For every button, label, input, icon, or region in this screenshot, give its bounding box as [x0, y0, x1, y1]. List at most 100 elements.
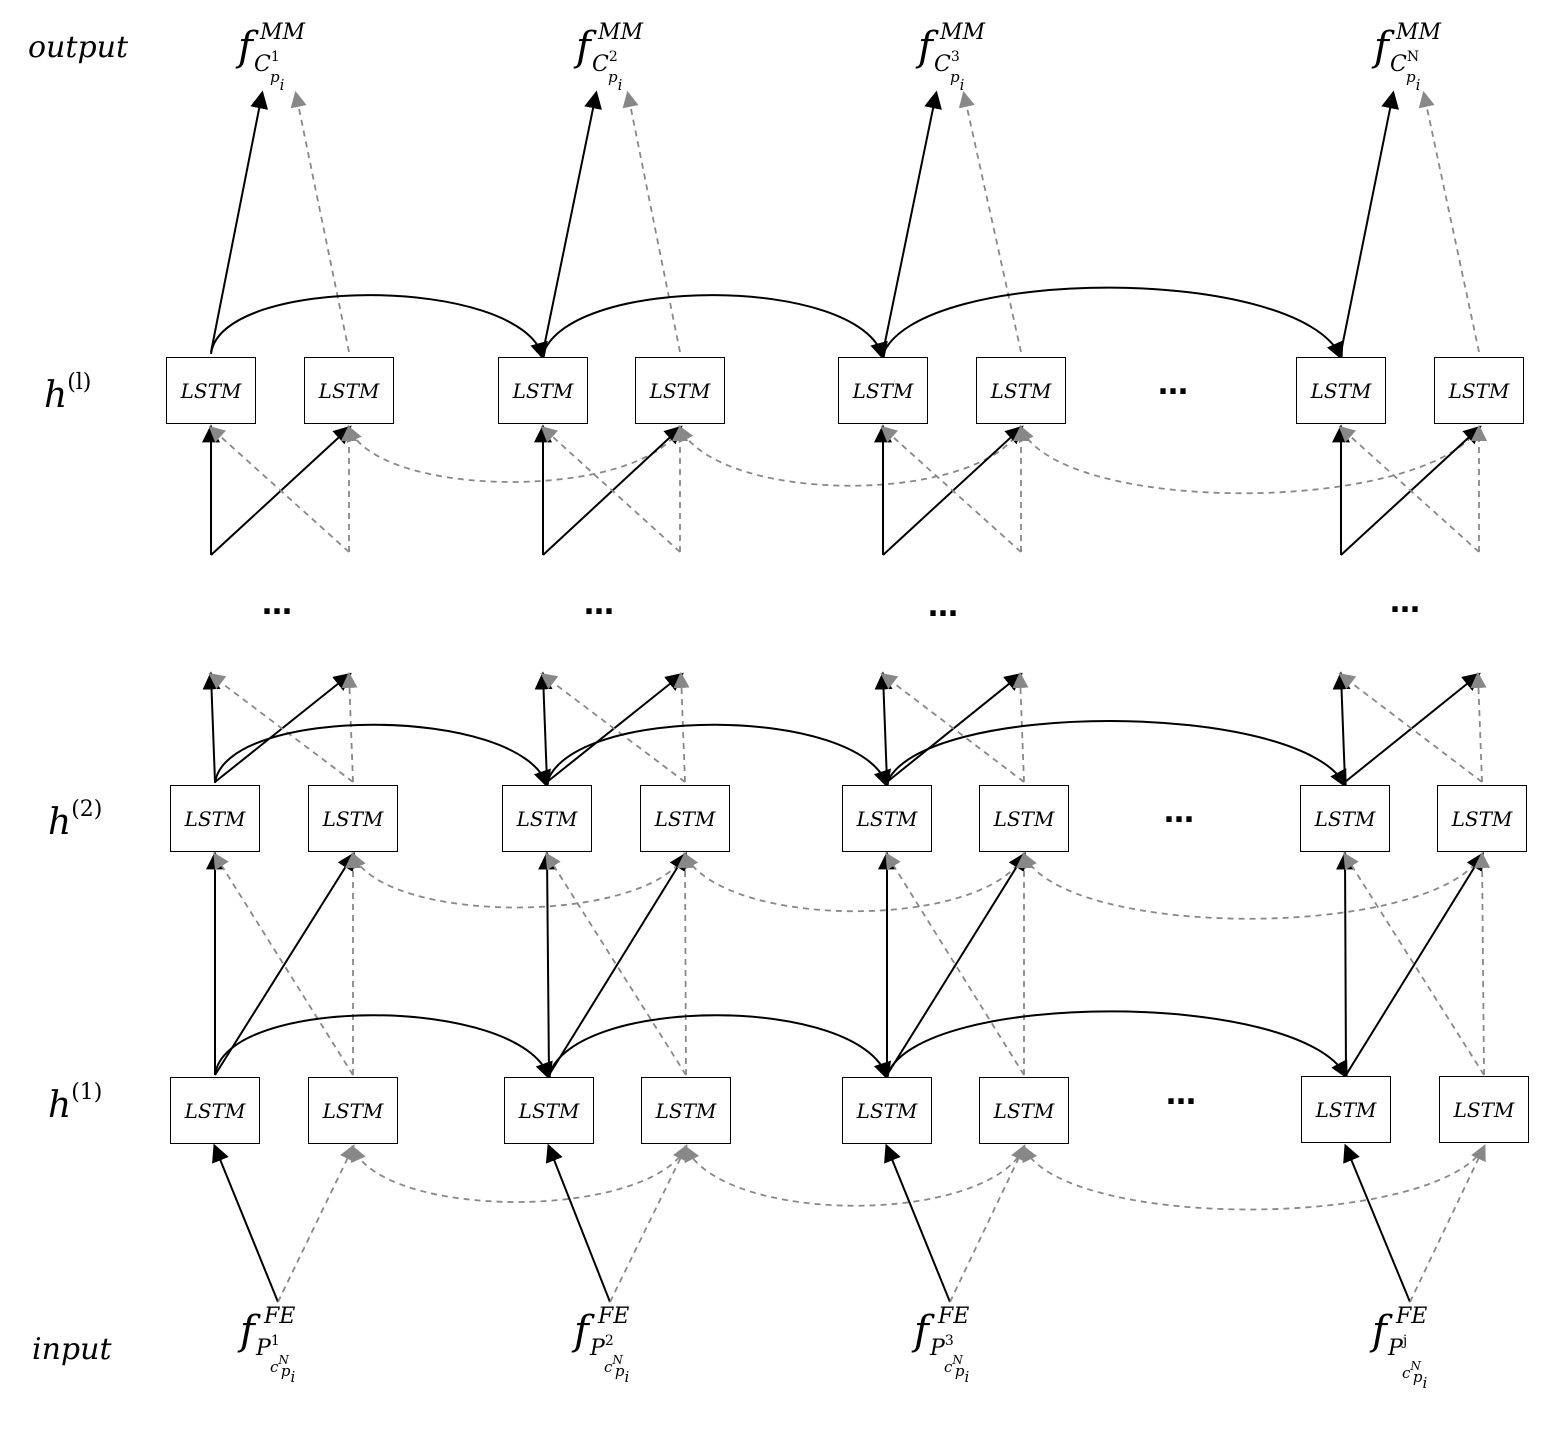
backward-edge-25: [880, 425, 1022, 553]
lstm-top-fwd-4: LSTM: [1296, 357, 1386, 424]
output-formula-1: f MM C1 pi: [238, 20, 305, 94]
output-formula-4: f MM CN pi: [1374, 20, 1441, 94]
input-formula-1-f: f: [240, 1308, 255, 1354]
input-formula-1-sub-p: P: [256, 1336, 271, 1361]
backward-edge-14: [1018, 425, 1480, 495]
backward-edge-50: [351, 852, 686, 909]
forward-edge-10: [542, 294, 888, 361]
output-formula-3-f: f: [918, 24, 933, 70]
output-formula-2-sub-tag: 2: [608, 49, 618, 65]
input-formula-2-n: N: [612, 1353, 623, 1367]
lstm-l1-bwd-3: LSTM: [979, 1077, 1069, 1144]
output-formula-2-p: p: [608, 68, 618, 86]
output-formula-3-sub-tag: 3: [950, 49, 960, 65]
forward-edge-24: [882, 425, 1024, 556]
input-formula-4-sub: Pj: [1388, 1333, 1407, 1361]
forward-edge-7: [1340, 90, 1399, 353]
output-formula-2-subsub: pi: [608, 68, 622, 94]
forward-edge-65: [1336, 851, 1355, 1076]
output-formula-1-sub-tag: 1: [270, 49, 280, 65]
layer-label-2-sup: (2): [71, 797, 103, 822]
backward-edge-51: [683, 852, 1025, 913]
backward-edge-78: [609, 1144, 688, 1303]
input-formula-4-sup: FE: [1396, 1304, 1428, 1329]
input-formula-3: f FE P3 cNpi: [914, 1304, 969, 1386]
output-formula-3-i: i: [959, 76, 965, 94]
forward-edge-71: [886, 1010, 1348, 1080]
backward-edge-21: [540, 425, 681, 553]
input-formula-4-n: N: [1410, 1359, 1421, 1373]
backward-edge-46: [1470, 671, 1487, 783]
output-formula-4-sub: CN: [1390, 49, 1419, 77]
forward-edge-1: [210, 90, 269, 353]
lstm-top-bwd-4: LSTM: [1434, 357, 1524, 424]
lstm-l1-fwd-2: LSTM: [504, 1077, 594, 1144]
ellipsis-mid-4: …: [1390, 585, 1420, 620]
input-formula-1-n: N: [278, 1353, 289, 1367]
output-formula-3-sub: C3: [934, 49, 960, 77]
lstm-l1-bwd-2: LSTM: [641, 1077, 731, 1144]
input-formula-1-c: c: [270, 1358, 279, 1376]
backward-edge-8: [1418, 90, 1480, 353]
lstm-l1-fwd-4: LSTM: [1301, 1076, 1391, 1143]
forward-edge-70: [548, 1014, 891, 1081]
lstm-l2-bwd-4: LSTM: [1437, 785, 1527, 852]
input-formula-1: f FE P1 cNpi: [240, 1304, 295, 1386]
forward-edge-49: [886, 720, 1347, 789]
input-label: input: [32, 1332, 112, 1367]
output-formula-4-f: f: [1374, 24, 1389, 70]
output-label: output: [28, 30, 129, 65]
lstm-l1-fwd-3: LSTM: [842, 1077, 932, 1144]
input-formula-4: f FE Pj cNpi: [1372, 1304, 1427, 1392]
input-formula-3-f: f: [914, 1308, 929, 1354]
forward-edge-66: [1345, 851, 1484, 1076]
lstm-l2-fwd-1: LSTM: [170, 785, 260, 852]
input-formula-1-sub-tag: 1: [270, 1333, 280, 1349]
output-formula-1-subsub: pi: [270, 68, 284, 94]
backward-edge-29: [1338, 425, 1480, 553]
input-formula-2: f FE P2 cNpi: [574, 1304, 629, 1386]
forward-edge-35: [534, 671, 553, 783]
input-formula-2-sub: P2: [590, 1333, 614, 1361]
backward-edge-34: [341, 671, 358, 783]
layer-label-2: h(2): [48, 797, 102, 843]
ellipsis-mid-2: …: [584, 587, 614, 622]
forward-edge-5: [882, 90, 942, 353]
output-formula-1-f: f: [238, 24, 253, 70]
forward-edge-81: [1343, 1143, 1411, 1303]
backward-edge-41: [880, 673, 1025, 783]
backward-edge-73: [684, 1145, 1025, 1207]
backward-edge-6: [958, 90, 1022, 353]
forward-edge-75: [212, 1143, 279, 1303]
output-formula-1-sub: C1: [254, 49, 280, 77]
input-formula-2-i: i: [624, 1368, 630, 1386]
layer-label-1: h(1): [48, 1080, 102, 1126]
forward-edge-54: [214, 851, 355, 1076]
lstm-l1-bwd-1: LSTM: [308, 1077, 398, 1144]
input-formula-3-sub-tag: 3: [944, 1333, 954, 1349]
layer-label-top-sup: (l): [67, 370, 92, 395]
input-formula-3-c: c: [944, 1358, 953, 1376]
input-formula-4-i: i: [1422, 1374, 1428, 1392]
layer-label-1-base: h: [48, 1085, 72, 1126]
ellipsis-l2-row: …: [1164, 795, 1194, 830]
input-formula-1-sub: P1: [256, 1333, 280, 1361]
backward-edge-13: [678, 425, 1022, 487]
forward-edge-77: [545, 1143, 611, 1303]
lstm-l1-bwd-4: LSTM: [1439, 1076, 1529, 1143]
ellipsis-l1-row: …: [1166, 1077, 1196, 1112]
input-formula-2-p: p: [614, 1362, 625, 1380]
input-formula-2-subsub: cNpi: [604, 1353, 629, 1386]
backward-edge-33: [208, 673, 354, 783]
backward-edge-4: [622, 90, 681, 353]
backward-edge-76: [277, 1144, 355, 1303]
input-formula-1-p: p: [280, 1362, 291, 1380]
backward-edge-37: [540, 673, 686, 783]
input-formula-1-i: i: [290, 1368, 296, 1386]
lstm-l2-bwd-1: LSTM: [308, 785, 398, 852]
input-formula-2-sup: FE: [598, 1304, 630, 1329]
forward-edge-58: [548, 851, 687, 1076]
backward-edge-82: [1409, 1144, 1486, 1303]
ellipsis-top-row: …: [1158, 367, 1188, 402]
output-formula-2-i: i: [617, 76, 623, 94]
